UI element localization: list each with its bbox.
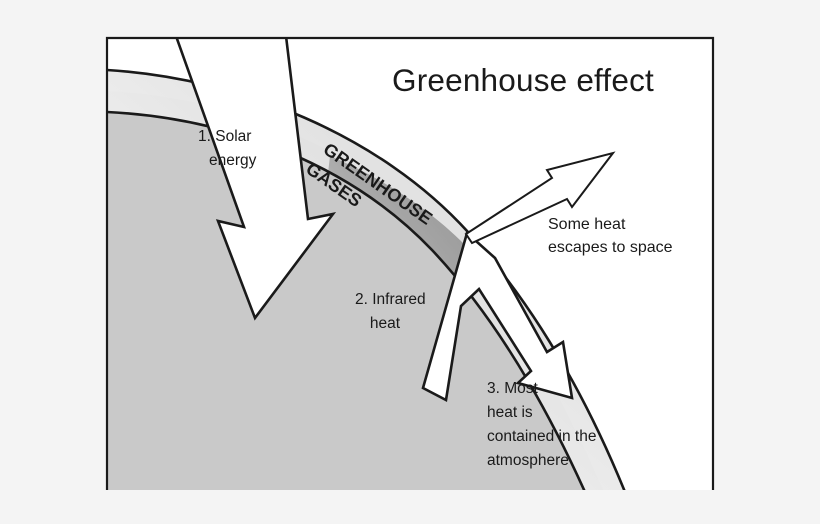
escape-label-line2: escapes to space <box>548 239 673 256</box>
earth-surface <box>107 112 585 490</box>
infrared-heat-label-line1: 2. Infrared <box>355 291 426 308</box>
diagram-frame-border <box>105 36 715 490</box>
infrared-heat-label-line2: heat <box>370 315 401 332</box>
solar-energy-arrow <box>175 38 337 321</box>
contained-label-line3: contained in the <box>487 428 596 445</box>
heat-escape-arrow <box>464 151 616 245</box>
contained-label-line2: heat is <box>487 404 533 421</box>
solar-energy-label-line1: 1. Solar <box>198 128 251 145</box>
diagram-title: Greenhouse effect <box>392 62 654 98</box>
escape-label-line1: Some heat <box>548 216 626 233</box>
atmosphere-band-shading <box>107 70 625 490</box>
contained-label-line4: atmosphere <box>487 452 569 469</box>
contained-label-line1: 3. Most <box>487 380 539 397</box>
solar-energy-label-line2: energy <box>209 152 257 169</box>
heat-contained-arrow <box>421 230 574 402</box>
